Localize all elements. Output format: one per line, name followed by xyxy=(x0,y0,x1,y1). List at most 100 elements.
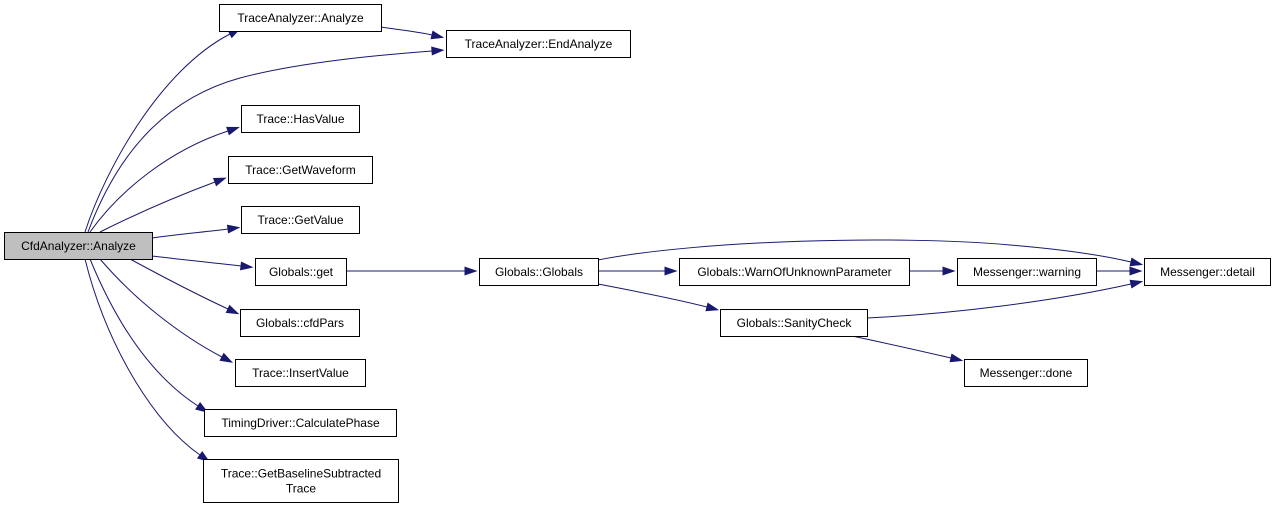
node-label: Globals::Globals xyxy=(495,265,583,279)
node-globals-sanity-check[interactable]: Globals::SanityCheck xyxy=(720,309,868,337)
edge-line xyxy=(89,130,229,233)
node-globals-get[interactable]: Globals::get xyxy=(255,258,347,286)
edge-globals_sanity_check-to-messenger_detail xyxy=(866,279,1144,319)
edge-messenger_warning-to-messenger_detail xyxy=(1096,266,1143,276)
edge-arrowhead xyxy=(430,30,445,40)
edge-line xyxy=(99,181,216,233)
node-label: Globals::get xyxy=(269,265,334,279)
edge-line xyxy=(84,33,231,233)
node-box xyxy=(219,4,382,32)
node-messenger-done[interactable]: Messenger::done xyxy=(964,359,1088,387)
node-messenger-warning[interactable]: Messenger::warning xyxy=(957,258,1097,286)
node-label: Trace::GetWaveform xyxy=(245,163,355,177)
nodes-layer: CfdAnalyzer::Analyze TraceAnalyzer::Analy… xyxy=(4,4,1271,503)
edge-globals_warn_unknown-to-messenger_warning xyxy=(909,266,956,276)
edge-arrowhead xyxy=(464,266,478,276)
edge-cfd_analyze-to-trace_analyzer_end_analyze xyxy=(87,46,445,233)
edge-arrowhead xyxy=(212,177,227,187)
edge-trace_analyzer_analyze-to-trace_analyzer_end_analyze xyxy=(380,26,445,40)
edge-line xyxy=(597,239,1132,263)
node-box xyxy=(479,258,599,286)
node-label: CfdAnalyzer::Analyze xyxy=(21,239,136,253)
node-box xyxy=(203,459,399,503)
edge-arrowhead xyxy=(225,304,240,315)
edge-cfd_analyze-to-globals_get xyxy=(151,255,254,271)
node-label: Messenger::done xyxy=(980,366,1073,380)
edge-line xyxy=(151,255,242,267)
edge-cfd_analyze-to-trace_get_waveform xyxy=(99,177,227,233)
edge-arrowhead xyxy=(1129,257,1144,267)
node-box xyxy=(241,105,360,133)
edge-line xyxy=(84,258,201,456)
edge-globals_globals-to-globals_warn_unknown xyxy=(598,266,678,276)
edge-line xyxy=(151,228,229,239)
node-globals-globals[interactable]: Globals::Globals xyxy=(479,258,599,286)
edge-globals_get-to-globals_globals xyxy=(346,266,478,276)
node-timing-calculate-phase[interactable]: TimingDriver::CalculatePhase xyxy=(204,409,397,437)
edge-cfd_analyze-to-trace_insert_value xyxy=(99,258,234,363)
node-box xyxy=(1144,258,1271,286)
node-box xyxy=(241,206,360,234)
edge-line xyxy=(99,258,223,358)
node-box xyxy=(720,309,868,337)
node-label: Trace::HasValue xyxy=(256,112,344,126)
edge-cfd_analyze-to-trace_has_value xyxy=(89,126,240,233)
node-label: Trace::GetBaselineSubtracted xyxy=(221,467,381,481)
node-globals-warn-unknown[interactable]: Globals::WarnOfUnknownParameter xyxy=(679,258,910,286)
edge-cfd_analyze-to-timing_calculate_phase xyxy=(89,258,209,413)
node-messenger-detail[interactable]: Messenger::detail xyxy=(1144,258,1271,286)
edge-globals_sanity_check-to-messenger_done xyxy=(851,335,964,363)
node-box xyxy=(679,258,910,286)
node-label: Trace::InsertValue xyxy=(252,366,349,380)
node-label: Trace xyxy=(286,482,317,496)
node-box xyxy=(957,258,1097,286)
node-box xyxy=(204,409,397,437)
edge-arrowhead xyxy=(431,46,445,56)
edge-arrowhead xyxy=(1129,266,1143,276)
edge-cfd_analyze-to-globals_cfd_pars xyxy=(129,258,240,315)
node-box xyxy=(240,309,360,337)
node-box xyxy=(235,359,366,387)
node-label: TraceAnalyzer::EndAnalyze xyxy=(465,37,613,51)
node-label: Globals::WarnOfUnknownParameter xyxy=(697,265,891,279)
node-label: Messenger::detail xyxy=(1160,265,1255,279)
node-globals-cfd-pars[interactable]: Globals::cfdPars xyxy=(240,309,360,337)
edge-line xyxy=(129,258,229,310)
edge-line xyxy=(380,26,433,36)
node-label: TimingDriver::CalculatePhase xyxy=(221,416,380,430)
node-box xyxy=(228,156,373,184)
node-box xyxy=(4,232,153,260)
edge-line xyxy=(89,258,199,407)
node-cfd-analyze[interactable]: CfdAnalyzer::Analyze xyxy=(4,232,153,260)
node-trace-has-value[interactable]: Trace::HasValue xyxy=(241,105,360,133)
node-label: Messenger::warning xyxy=(973,265,1081,279)
node-label: Globals::SanityCheck xyxy=(737,316,853,330)
edge-line xyxy=(87,50,433,233)
node-box xyxy=(964,359,1088,387)
node-box xyxy=(446,30,631,58)
edge-arrowhead xyxy=(239,261,254,271)
edge-arrowhead xyxy=(949,353,964,363)
edge-arrowhead xyxy=(219,352,234,363)
edge-arrowhead xyxy=(226,224,241,234)
node-label: TraceAnalyzer::Analyze xyxy=(237,11,364,25)
node-trace-get-waveform[interactable]: Trace::GetWaveform xyxy=(228,156,373,184)
node-trace-insert-value[interactable]: Trace::InsertValue xyxy=(235,359,366,387)
node-label: Globals::cfdPars xyxy=(256,316,344,330)
node-trace-analyzer-end-analyze[interactable]: TraceAnalyzer::EndAnalyze xyxy=(446,30,631,58)
node-label: Trace::GetValue xyxy=(257,213,343,227)
node-trace-analyzer-analyze[interactable]: TraceAnalyzer::Analyze xyxy=(219,4,382,32)
edge-line xyxy=(851,335,952,359)
node-trace-get-value[interactable]: Trace::GetValue xyxy=(241,206,360,234)
edge-cfd_analyze-to-trace_get_value xyxy=(151,224,241,239)
edge-line xyxy=(866,283,1132,319)
edge-globals_globals-to-globals_sanity_check xyxy=(597,283,720,312)
node-box xyxy=(255,258,347,286)
edge-arrowhead xyxy=(942,266,956,276)
edge-arrowhead xyxy=(226,126,240,136)
edges-layer xyxy=(84,26,1144,463)
edge-arrowhead xyxy=(1129,279,1144,289)
